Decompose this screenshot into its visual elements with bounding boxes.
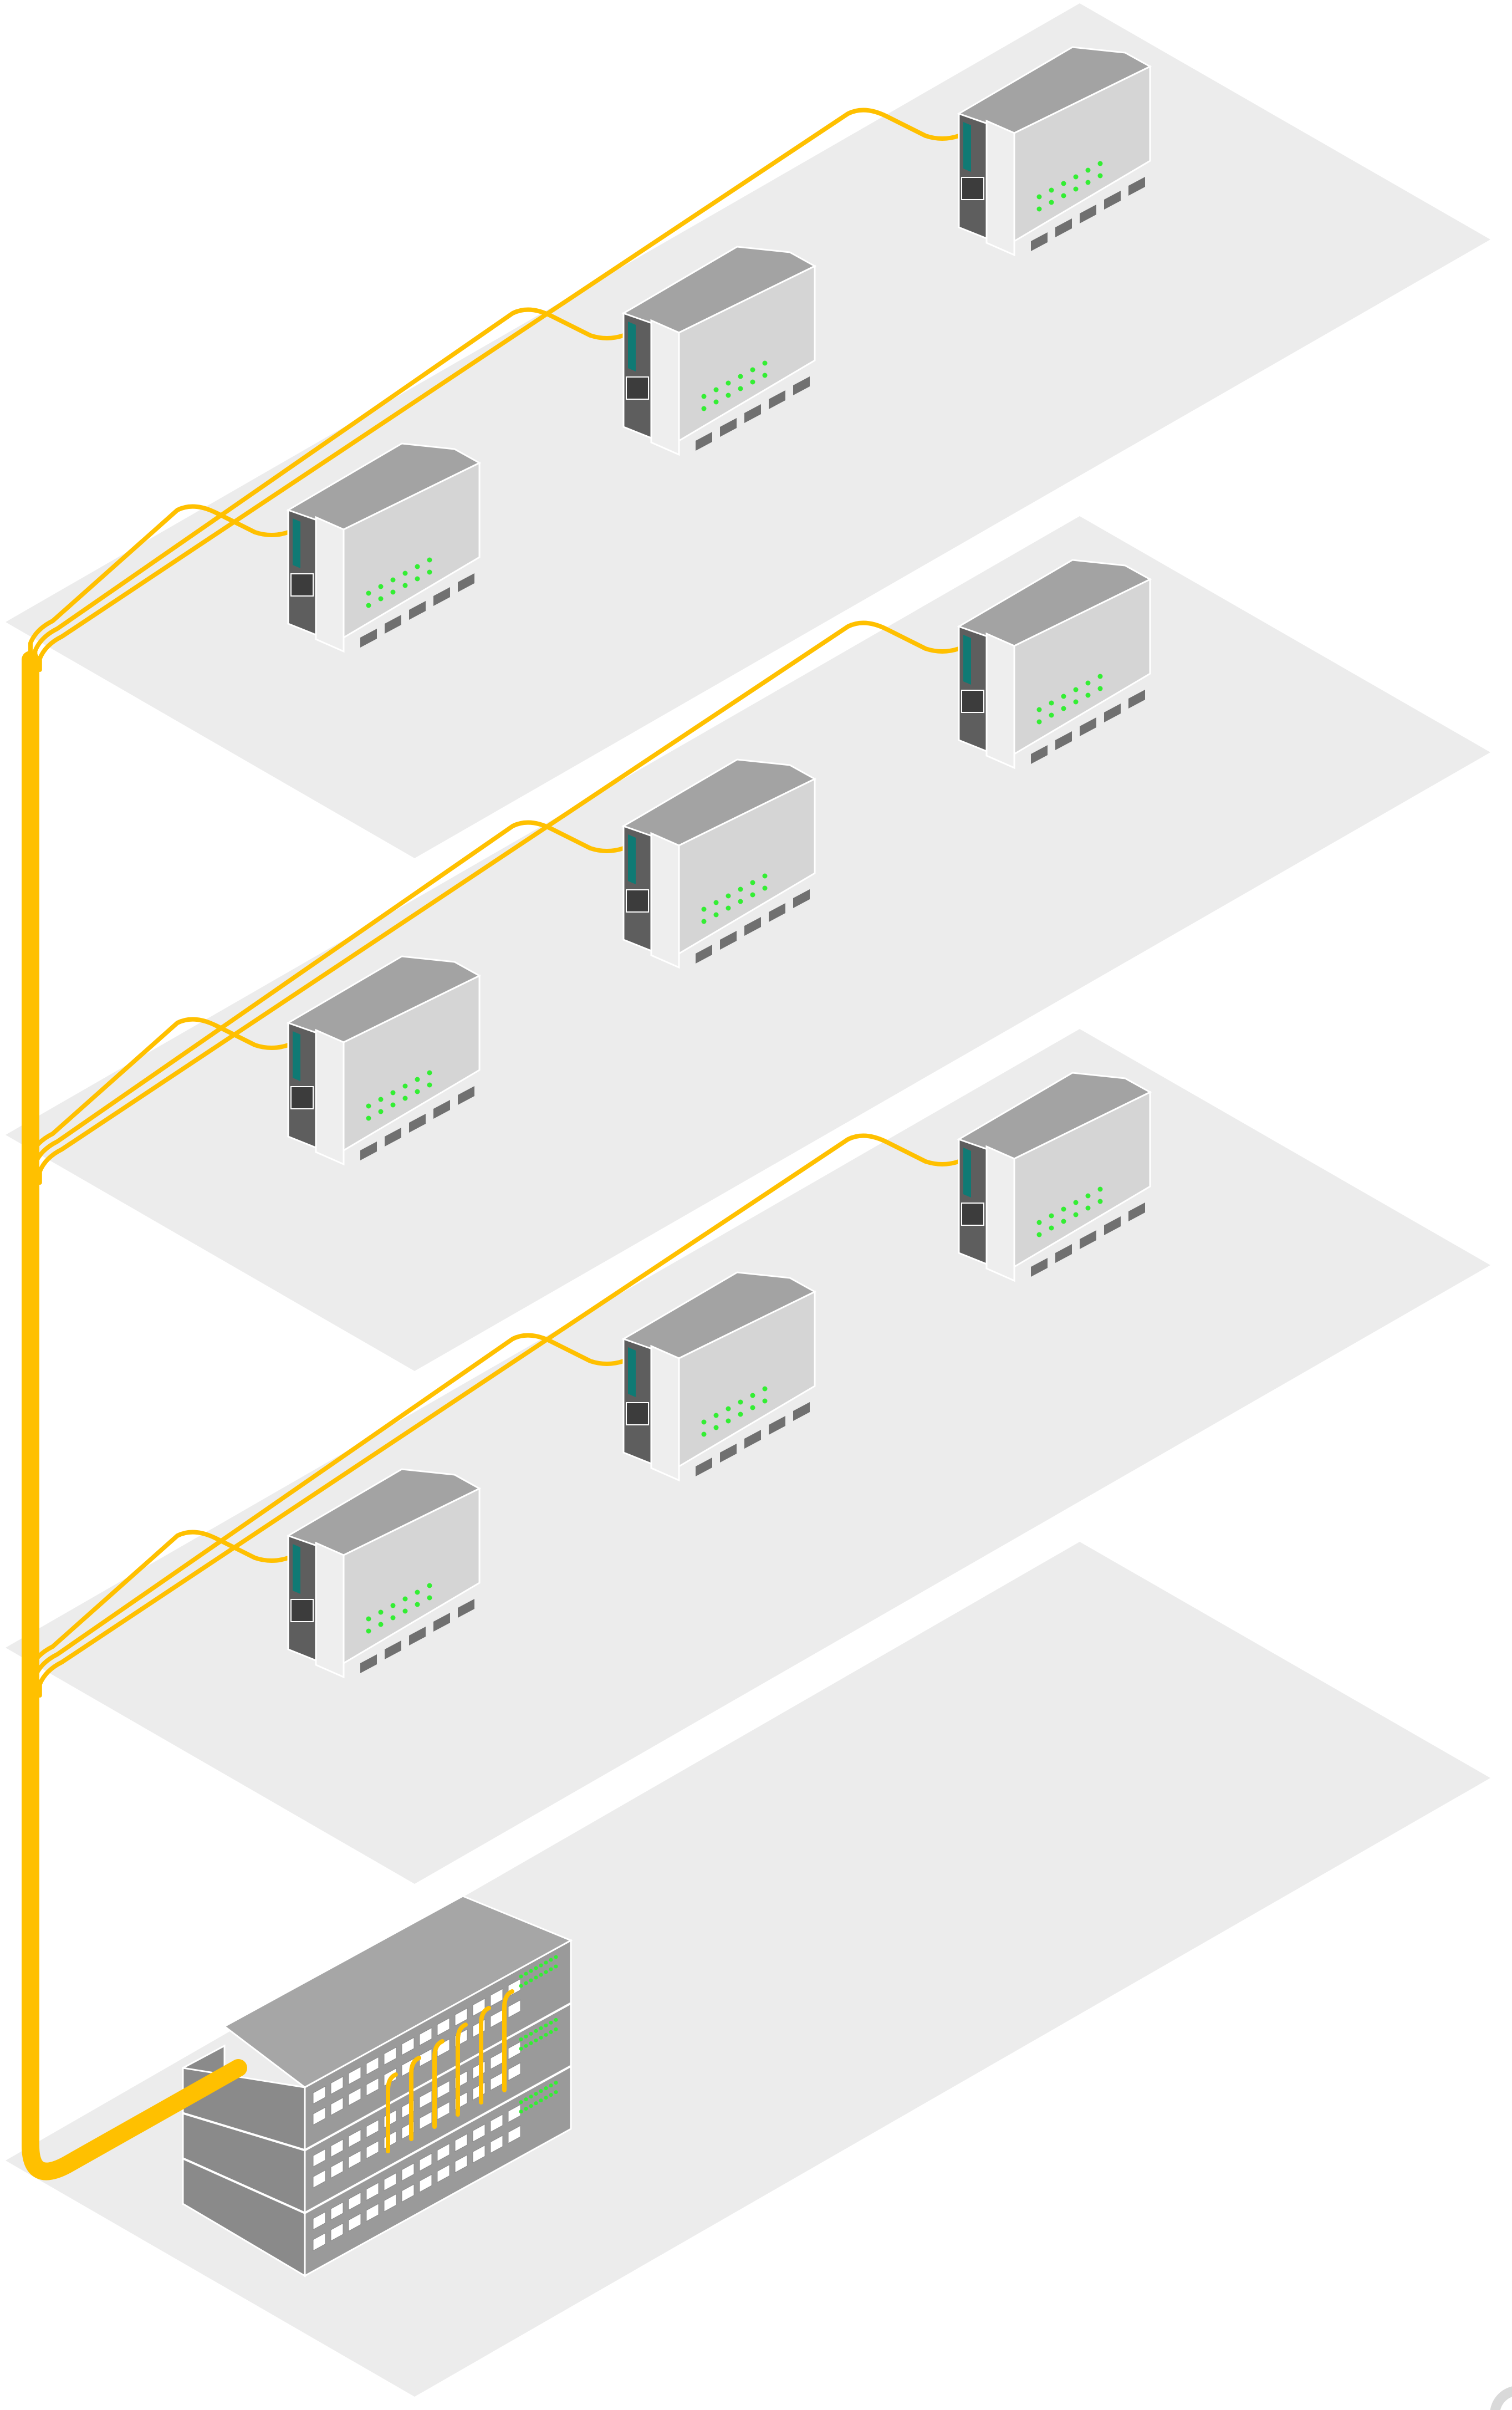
cable-to-ap-2-3	[37, 620, 978, 1185]
devices-layer	[286, 46, 1152, 1679]
ap-3-2[interactable]	[621, 1271, 817, 1482]
cable-to-ap-3-3	[37, 1133, 978, 1698]
floor-plate-2	[6, 516, 1490, 1371]
cable-to-ap-1-3	[37, 108, 978, 672]
core-rack-layer	[182, 1895, 573, 2277]
cable-to-ap-3-2	[33, 1333, 642, 1690]
corner-watermark-icon	[1490, 2386, 1512, 2410]
ap-3-1[interactable]	[286, 1468, 482, 1679]
core-switch-stack[interactable]	[182, 1895, 573, 2277]
ap-3-3[interactable]	[957, 1072, 1152, 1282]
floor-plate-1	[6, 3, 1490, 858]
cable-to-ap-1-1	[28, 504, 307, 656]
ap-1-1[interactable]	[286, 442, 482, 653]
ap-1-2[interactable]	[621, 246, 817, 456]
floor-plate-3	[6, 1029, 1490, 1884]
cable-to-ap-1-2	[33, 307, 642, 664]
ap-1-3[interactable]	[957, 46, 1152, 257]
ap-2-3[interactable]	[957, 559, 1152, 770]
cables-layer	[22, 108, 978, 2180]
backbone-cable	[22, 651, 247, 2180]
ap-2-1[interactable]	[286, 955, 482, 1166]
ap-2-2[interactable]	[621, 758, 817, 969]
cable-to-ap-2-2	[33, 820, 642, 1177]
cable-to-ap-3-1	[28, 1530, 307, 1682]
cable-to-ap-2-1	[28, 1017, 307, 1169]
